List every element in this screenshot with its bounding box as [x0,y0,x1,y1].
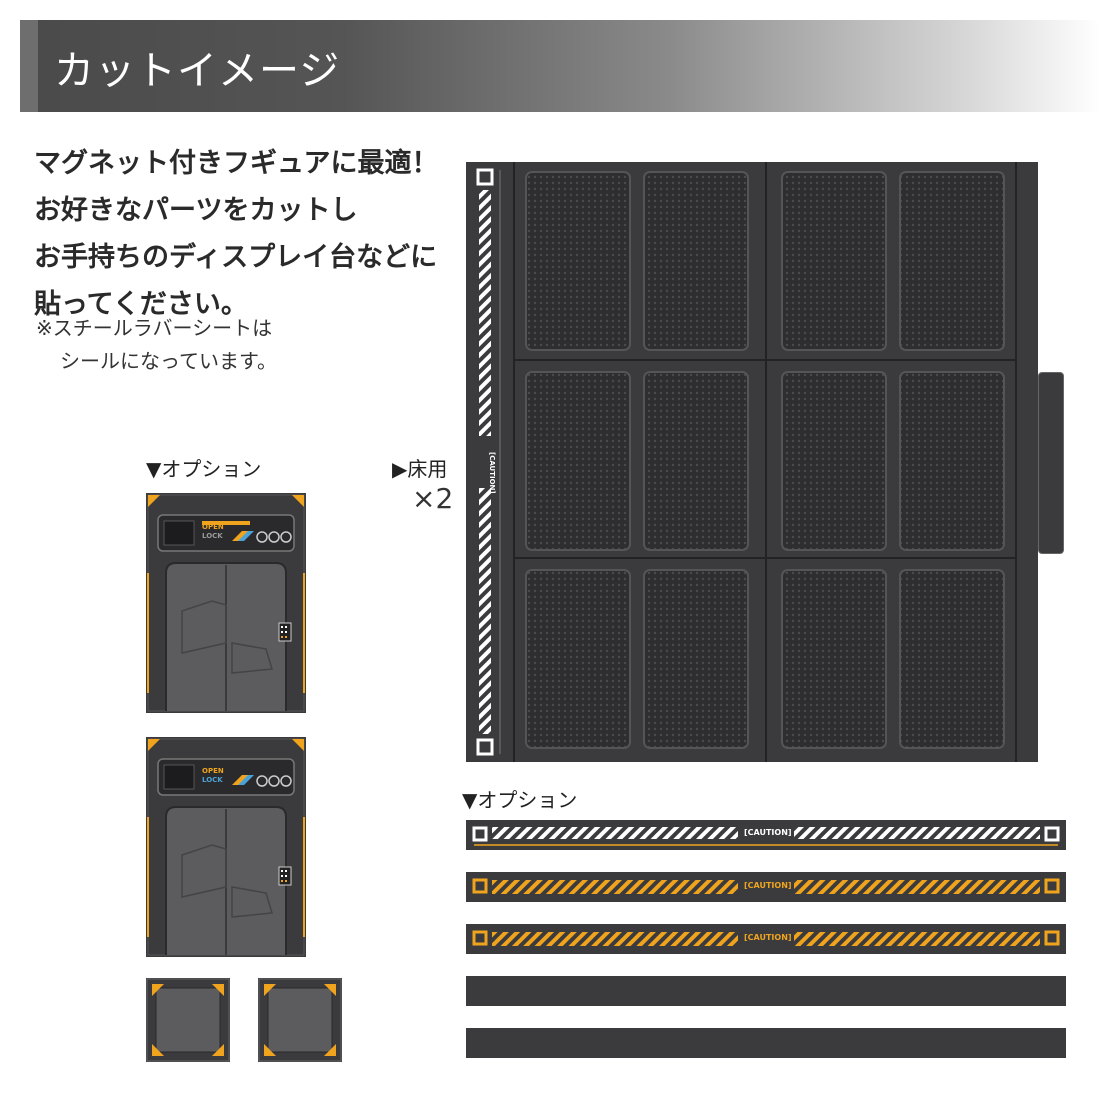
door-lock-label: LOCK [202,532,223,540]
strip-caution-label: [CAUTION] [744,881,792,890]
floor-caution-label: [CAUTION] [488,452,496,494]
header-accent-bar [20,20,38,112]
plain-strip [466,976,1066,1006]
door-sticker: OPEN LOCK [146,493,306,713]
caution-strip-orange: [CAUTION] [466,924,1066,954]
strip-caution-label: [CAUTION] [744,828,792,837]
note-line: ※スチールラバーシートは [36,316,273,340]
intro-line: 貼ってください。 [34,289,248,320]
section-header: カットイメージ [20,20,1100,112]
floor-sheet: [CAUTION] [466,162,1038,762]
intro-line: マグネット付きフギュアに最適！ [34,148,439,179]
intro-text: マグネット付きフギュアに最適！ お好きなパーツをカットし お手持ちのディスプレイ… [34,140,438,328]
floor-label: ▶床用 [392,457,448,481]
section-title: カットイメージ [54,48,341,94]
door-open-label: OPEN [202,767,224,775]
corner-tile [258,978,342,1062]
floor-count: ×2 [412,482,454,515]
option-label-bottom: ▼オプション [462,788,578,812]
intro-line: お手持ちのディスプレイ台などに [34,242,438,273]
caution-strip-orange: [CAUTION] [466,872,1066,902]
strip-caution-label: [CAUTION] [744,933,792,942]
option-label-left: ▼オプション [146,457,262,481]
floor-side-rail [1038,372,1064,554]
plain-strip [466,1028,1066,1058]
steel-rubber-note: ※スチールラバーシートは シールになっています。 [36,312,277,378]
note-line: シールになっています。 [60,349,277,373]
door-lock-label: LOCK [202,776,223,784]
intro-line: お好きなパーツをカットし [34,195,358,226]
door-open-label: OPEN [202,523,224,531]
caution-strip-white: [CAUTION] [466,820,1066,850]
corner-tile [146,978,230,1062]
door-sticker: OPEN LOCK [146,737,306,957]
